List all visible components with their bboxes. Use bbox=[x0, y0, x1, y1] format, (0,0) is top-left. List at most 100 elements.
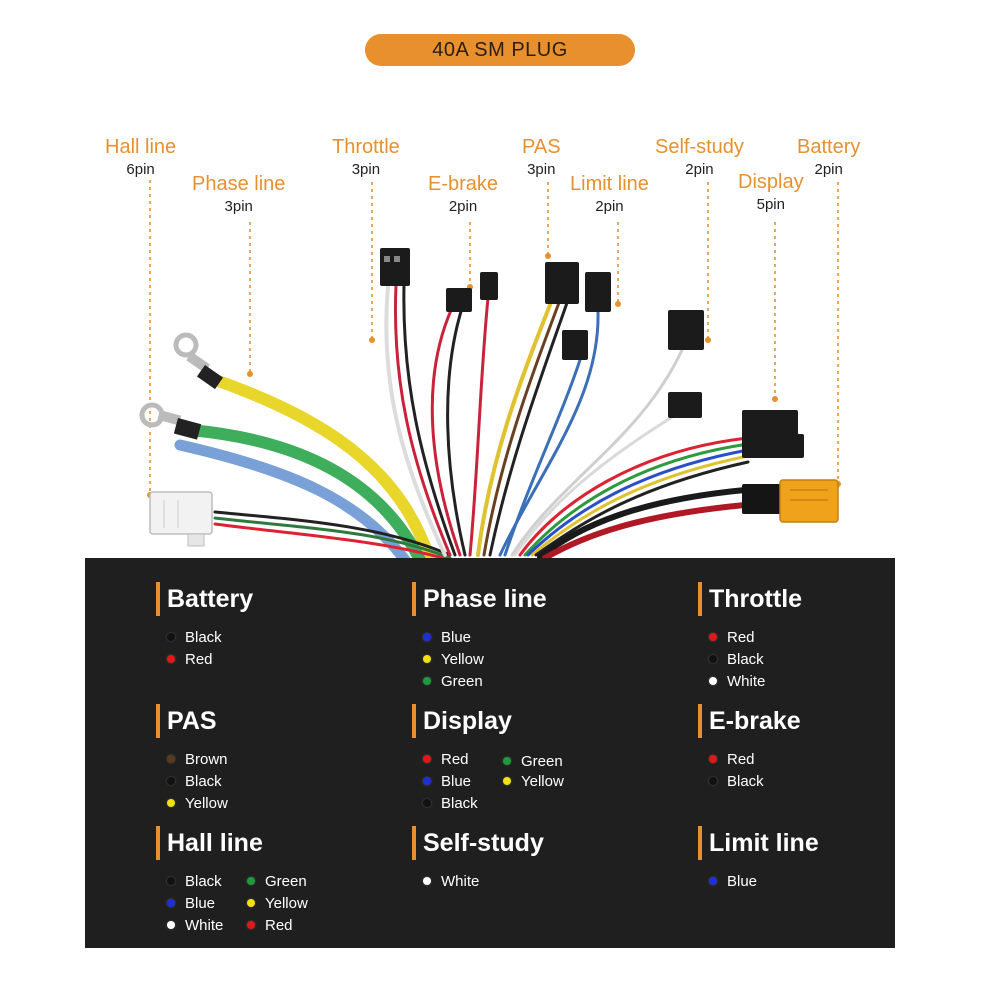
legend-title: Limit line bbox=[698, 826, 819, 860]
label-display: Display 5pin bbox=[738, 171, 804, 213]
legend-item-label: Red bbox=[185, 650, 213, 668]
battery-wire-black bbox=[537, 487, 748, 560]
e-brake-plug-2 bbox=[480, 272, 498, 300]
legend-item: Black bbox=[423, 792, 478, 814]
color-dot-icon bbox=[503, 777, 511, 785]
legend-title: Self-study bbox=[412, 826, 544, 860]
color-dot-icon bbox=[709, 755, 717, 763]
self-study-plug-1 bbox=[668, 310, 704, 350]
limit-plug-1 bbox=[585, 272, 611, 312]
throttle-plug bbox=[380, 248, 410, 286]
legend-title: E-brake bbox=[698, 704, 801, 738]
e-brake-plug-1 bbox=[446, 288, 472, 312]
pas-wire-black bbox=[488, 298, 570, 557]
legend-item: White bbox=[709, 670, 765, 692]
legend-item-label: Green bbox=[521, 752, 563, 770]
wiring-harness-diagram bbox=[139, 180, 841, 560]
label-self-study: Self-study 2pin bbox=[655, 136, 744, 178]
legend-title: Battery bbox=[156, 582, 253, 616]
legend-item-label: Yellow bbox=[265, 894, 308, 912]
legend-item-label: Brown bbox=[185, 750, 228, 768]
limit-wire-blue-2 bbox=[503, 358, 582, 557]
display-wire-red bbox=[518, 436, 750, 557]
legend-item: Blue bbox=[167, 892, 215, 914]
throttle-wire-red bbox=[394, 283, 452, 557]
legend-item: Black bbox=[167, 770, 222, 792]
color-dot-icon bbox=[167, 655, 175, 663]
throttle-wire-white bbox=[384, 283, 447, 557]
legend-item: Black bbox=[709, 648, 764, 670]
label-battery: Battery 2pin bbox=[797, 136, 861, 178]
display-wire-yellow bbox=[530, 454, 750, 557]
legend-item-label: Black bbox=[185, 772, 222, 790]
legend-item: White bbox=[423, 870, 479, 892]
color-dot-icon bbox=[423, 755, 431, 763]
legend-item-label: Green bbox=[441, 672, 483, 690]
legend-item-label: Yellow bbox=[441, 650, 484, 668]
ebrake-wire-red-2 bbox=[468, 296, 490, 557]
legend-item-label: Yellow bbox=[185, 794, 228, 812]
legend-item: Green bbox=[247, 870, 307, 892]
phase-wire-green bbox=[184, 424, 426, 560]
legend-item-label: Red bbox=[727, 750, 755, 768]
color-dot-icon bbox=[423, 633, 431, 641]
legend-item: Yellow bbox=[167, 792, 228, 814]
color-dot-icon bbox=[247, 899, 255, 907]
throttle-wire-black bbox=[402, 283, 457, 557]
hall-wire-3 bbox=[213, 522, 452, 560]
legend-item-label: White bbox=[727, 672, 766, 690]
legend-item: Brown bbox=[167, 748, 228, 770]
legend-item-label: Black bbox=[441, 794, 478, 812]
label-pas: PAS 3pin bbox=[522, 136, 561, 178]
legend-item-label: Black bbox=[185, 872, 222, 890]
color-dot-icon bbox=[167, 777, 175, 785]
legend-item-label: Blue bbox=[441, 772, 472, 790]
legend-item: Blue bbox=[709, 870, 757, 892]
legend-item-label: Black bbox=[185, 628, 222, 646]
display-wire-black bbox=[534, 460, 750, 557]
legend-item: Red bbox=[167, 648, 213, 670]
legend-title: Hall line bbox=[156, 826, 263, 860]
legend-item: Yellow bbox=[247, 892, 308, 914]
color-dot-icon bbox=[423, 799, 431, 807]
legend-item: Green bbox=[423, 670, 483, 692]
wires bbox=[174, 283, 750, 560]
label-e-brake: E-brake 2pin bbox=[428, 173, 499, 215]
color-dot-icon bbox=[423, 877, 431, 885]
color-dot-icon bbox=[167, 921, 175, 929]
legend-item-label: Red bbox=[727, 628, 755, 646]
color-dot-icon bbox=[709, 677, 717, 685]
legend-title: Display bbox=[412, 704, 512, 738]
legend-item-label: Blue bbox=[441, 628, 472, 646]
self-study-plug-2 bbox=[668, 392, 702, 418]
legend-item-label: Blue bbox=[727, 872, 758, 890]
label-hall-line: Hall line 6pin bbox=[105, 136, 177, 178]
legend-item-label: Blue bbox=[185, 894, 216, 912]
display-wire-blue bbox=[526, 448, 750, 557]
pas-plug bbox=[545, 262, 579, 304]
legend-item: Black bbox=[709, 770, 764, 792]
legend-item-label: Yellow bbox=[521, 772, 564, 790]
legend-item: Red bbox=[423, 748, 469, 770]
color-dot-icon bbox=[503, 757, 511, 765]
display-plug-2 bbox=[742, 434, 804, 458]
color-dot-icon bbox=[167, 899, 175, 907]
hall-line-connector bbox=[149, 491, 213, 547]
legend-title: Phase line bbox=[412, 582, 547, 616]
legend-item-label: Red bbox=[265, 916, 293, 934]
self-study-wire-white-2 bbox=[513, 410, 682, 557]
color-dot-icon bbox=[167, 633, 175, 641]
self-study-wire-white bbox=[510, 348, 684, 557]
legend-item: Blue bbox=[423, 626, 471, 648]
legend-item: Red bbox=[709, 748, 755, 770]
limit-plug-2 bbox=[562, 330, 588, 360]
legend-item: Black bbox=[167, 626, 222, 648]
label-phase-line: Phase line 3pin bbox=[192, 173, 286, 215]
